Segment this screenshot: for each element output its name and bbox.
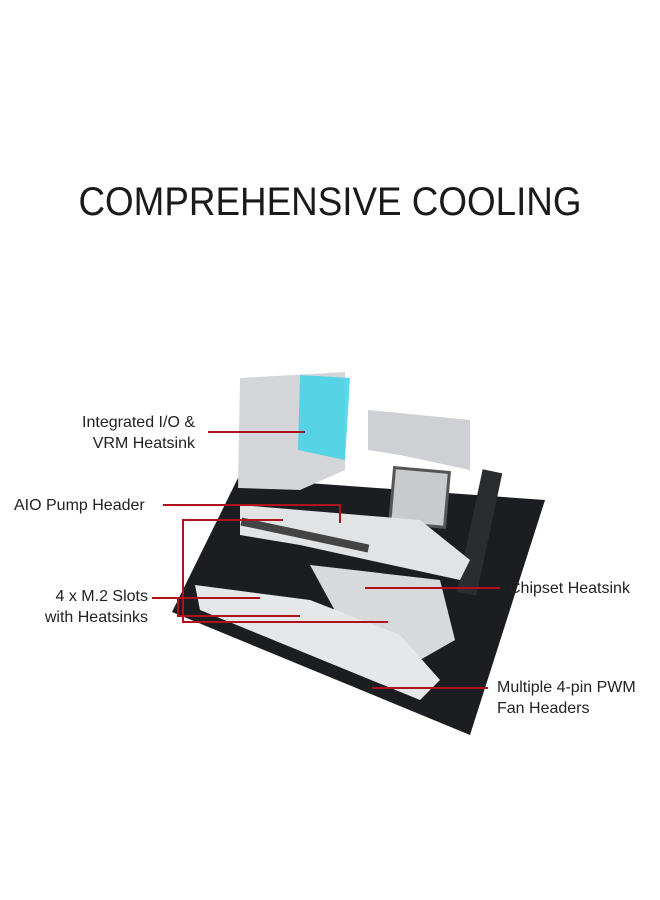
ram-slots — [456, 469, 503, 596]
callout-io-vrm-heatsink: Integrated I/O & VRM Heatsink — [40, 412, 195, 454]
callout-fan-headers: Multiple 4-pin PWM Fan Headers — [497, 677, 636, 719]
callout-line-aio — [163, 504, 341, 523]
callout-aio-pump-header: AIO Pump Header — [14, 497, 145, 514]
pcie-slot — [240, 517, 370, 553]
callout-text: VRM Heatsink — [92, 435, 195, 452]
rog-logo-panel — [298, 375, 350, 460]
callout-text: Fan Headers — [497, 700, 590, 717]
callout-line-m2-bracket — [182, 519, 388, 623]
callout-m2-slots: 4 x M.2 Slots with Heatsinks — [10, 586, 148, 628]
callout-text: Integrated I/O & — [82, 414, 195, 431]
callout-line-m2-inner — [177, 598, 300, 617]
page-title: COMPREHENSIVE COOLING — [78, 180, 582, 224]
callout-chipset-heatsink: Chipset Heatsink — [509, 580, 630, 597]
callout-text: Multiple 4-pin PWM — [497, 679, 636, 696]
callout-text: 4 x M.2 Slots — [55, 588, 148, 605]
callout-lines — [152, 431, 500, 689]
m2-heatsink — [195, 585, 440, 700]
vrm-heatsink-top — [368, 410, 470, 470]
callout-text: with Heatsinks — [44, 609, 148, 626]
